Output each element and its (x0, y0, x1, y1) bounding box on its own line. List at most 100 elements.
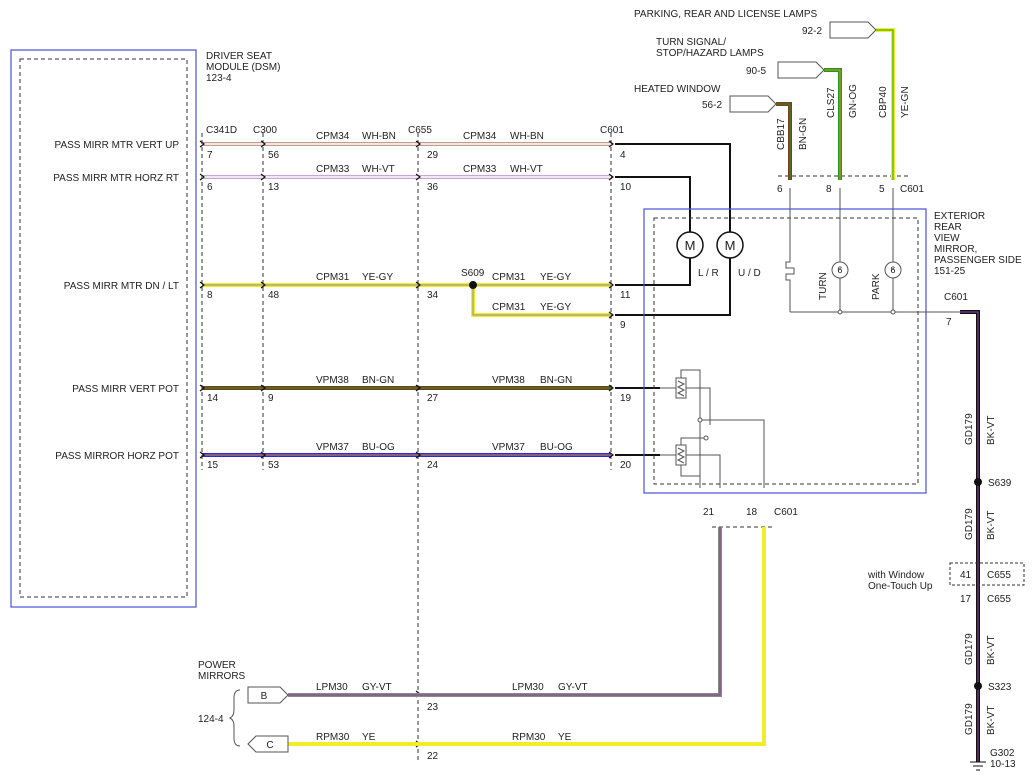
motor-ud-label: U / D (738, 268, 761, 279)
heated-ref: 56-2 (702, 100, 722, 111)
s639-label: S639 (988, 478, 1012, 489)
svg-text:53: 53 (268, 460, 280, 471)
cpm33-circuit-1: CPM33 (316, 164, 350, 175)
svg-text:24: 24 (427, 460, 439, 471)
svg-text:REAR: REAR (934, 222, 962, 233)
c300-label: C300 (253, 125, 277, 136)
ground-id: G302 (990, 748, 1015, 759)
heater-icon (785, 188, 795, 312)
parking-ref: 92-2 (802, 26, 822, 37)
cpm31-circuit-2: CPM31 (492, 272, 526, 283)
cpm33-color-2: WH-VT (510, 164, 543, 175)
cpm34-circuit-2: CPM34 (463, 131, 497, 142)
gd179-circuit-2: GD179 (964, 508, 975, 540)
svg-text:PASSENGER SIDE: PASSENGER SIDE (934, 255, 1022, 266)
svg-text:11: 11 (620, 290, 631, 301)
svg-text:9: 9 (268, 393, 274, 404)
cpm31-color-1: YE-GY (362, 272, 393, 283)
c655-main-pin: 17 (960, 594, 972, 605)
c655-main-conn: C655 (987, 594, 1011, 605)
parking-label: PARKING, REAR AND LICENSE LAMPS (634, 9, 818, 20)
park-lamp-glyph: ϐ (890, 265, 895, 275)
svg-text:36: 36 (427, 182, 439, 193)
s609-label: S609 (461, 268, 485, 279)
turn-label: TURN (818, 272, 829, 300)
splice-s323 (974, 682, 982, 690)
cbb17-circuit: CBB17 (776, 118, 787, 150)
tag-b-label: B (261, 691, 268, 702)
tag-c (247, 735, 289, 753)
cpm31-circuit-3: CPM31 (492, 302, 526, 313)
svg-text:19: 19 (620, 393, 632, 404)
c601-top-label: C601 (900, 184, 924, 195)
turn-ref-label-1: TURN SIGNAL/ (656, 37, 726, 48)
svg-text:48: 48 (268, 290, 280, 301)
cbp40-color: YE-GN (900, 86, 911, 118)
pin-label-vert-up: PASS MIRR MTR VERT UP (55, 140, 180, 151)
svg-text:34: 34 (427, 290, 439, 301)
motor-ud-icon: M (716, 231, 744, 259)
cbb17-color: BN-GN (798, 118, 809, 150)
c601-top-pin-8: 8 (826, 184, 832, 195)
dsm-title-1: DRIVER SEAT (206, 51, 272, 62)
svg-text:7: 7 (207, 150, 213, 161)
gd179-circuit-3: GD179 (964, 633, 975, 665)
turn-lamp-glyph: ϐ (837, 265, 842, 275)
svg-text:6: 6 (207, 182, 213, 193)
vpm38-circuit-1: VPM38 (316, 375, 349, 386)
c601-right-label: C601 (944, 292, 968, 303)
ground-icon (970, 761, 986, 771)
rpm30-circuit-2: RPM30 (512, 732, 546, 743)
svg-text:EXTERIOR: EXTERIOR (934, 211, 985, 222)
dsm-box (10, 49, 197, 608)
gd179-circuit-1: GD179 (964, 413, 975, 445)
c655-label: C655 (408, 125, 432, 136)
c601-right-pin: 7 (946, 317, 952, 328)
dsm-title-2: MODULE (DSM) (206, 62, 280, 73)
svg-text:4: 4 (620, 150, 626, 161)
svg-text:13: 13 (268, 182, 280, 193)
c655-note-label-2: One-Touch Up (868, 581, 933, 592)
turn-ref: 90-5 (746, 66, 766, 77)
gd179-color-4: BK-VT (986, 706, 997, 735)
pin-label-dn-lt: PASS MIRR MTR DN / LT (64, 281, 179, 292)
heated-tag (729, 95, 777, 113)
c601-top-pin-5: 5 (879, 184, 885, 195)
vpm38-color-2: BN-GN (540, 375, 572, 386)
c655-note-label-1: with Window (867, 570, 925, 581)
pin-label-horz-pot: PASS MIRROR HORZ POT (55, 451, 179, 462)
dsm-inner (19, 58, 188, 598)
svg-text:8: 8 (207, 290, 213, 301)
wire-cpm31 (202, 258, 731, 317)
c655-note-conn: C655 (987, 570, 1011, 581)
heated-label: HEATED WINDOW (634, 84, 721, 95)
splice-s639 (974, 478, 982, 486)
svg-text:MIRROR,: MIRROR, (934, 244, 977, 255)
c601-label-left: C601 (600, 125, 624, 136)
svg-text:14: 14 (207, 393, 219, 404)
wire-cpm34 (202, 142, 731, 232)
motor-lr-label: L / R (698, 268, 719, 279)
lpm30-circuit-1: LPM30 (316, 682, 348, 693)
rpm30-circuit-1: RPM30 (316, 732, 350, 743)
c341d-label: C341D (206, 125, 237, 136)
c655-note-box (949, 562, 1025, 586)
mirror-title: EXTERIOR REAR VIEW MIRROR, PASSENGER SID… (934, 211, 1022, 277)
c601-bottom-pin-21: 21 (703, 507, 715, 518)
power-mirrors-ref: 124-4 (198, 714, 224, 725)
lpm30-color-2: GY-VT (558, 682, 588, 693)
motor-lr-icon: M (676, 231, 704, 259)
pot-horz-icon (660, 387, 765, 488)
tag-b (247, 686, 289, 704)
splice-s609 (469, 281, 477, 289)
svg-text:29: 29 (427, 150, 439, 161)
wire-cls27 (824, 68, 842, 180)
c601-top-pin-6: 6 (777, 184, 783, 195)
mirror-box (643, 208, 927, 494)
svg-text:56: 56 (268, 150, 280, 161)
tag-c-label: C (266, 740, 273, 751)
cpm31-color-2: YE-GY (540, 272, 571, 283)
svg-text:VIEW: VIEW (934, 233, 960, 244)
vpm38-circuit-2: VPM38 (492, 375, 525, 386)
